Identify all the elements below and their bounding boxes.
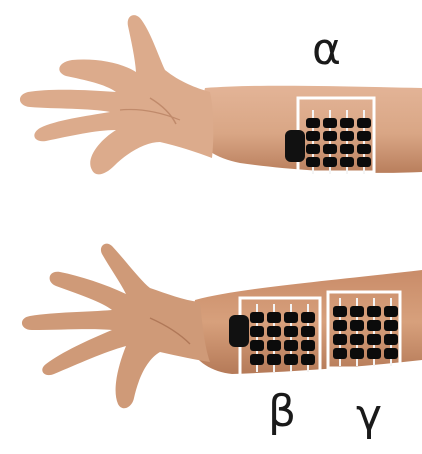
label-beta: β [268, 390, 296, 434]
electrode-pad [323, 131, 337, 141]
electrode-pad [340, 144, 354, 154]
electrode-pad [306, 118, 320, 128]
electrode-pad [357, 157, 371, 167]
electrode-pad [340, 118, 354, 128]
electrode-pad [284, 326, 298, 337]
electrode-pad [367, 306, 381, 317]
electrode-pad [340, 131, 354, 141]
electrode-pad [306, 157, 320, 167]
electrode-pad [250, 312, 264, 323]
electrode-pad [306, 131, 320, 141]
top-hand [20, 15, 213, 174]
electrode-pad [357, 144, 371, 154]
electrode-pad [267, 340, 281, 351]
bottom-hand [22, 244, 210, 409]
electrode-pad [333, 348, 347, 359]
electrode-pad [350, 334, 364, 345]
electrode-pad [267, 354, 281, 365]
electrode-pad [333, 320, 347, 331]
electrode-pad [284, 354, 298, 365]
electrode-pad [384, 348, 398, 359]
electrode-pad [284, 312, 298, 323]
electrode-pad [357, 118, 371, 128]
electrode-pad [384, 306, 398, 317]
electrode-pad [367, 334, 381, 345]
electrode-pad [367, 320, 381, 331]
label-alpha: α [312, 28, 341, 72]
electrode-pad [250, 340, 264, 351]
array-beta-connector [229, 315, 249, 347]
electrode-pad [323, 157, 337, 167]
electrode-pad [301, 354, 315, 365]
electrode-pad [357, 131, 371, 141]
electrode-pad [250, 354, 264, 365]
electrode-pad [306, 144, 320, 154]
label-gamma: γ [356, 394, 382, 438]
electrode-pad [323, 118, 337, 128]
electrode-pad [250, 326, 264, 337]
electrode-pad [384, 320, 398, 331]
electrode-pad [333, 334, 347, 345]
electrode-pad [301, 340, 315, 351]
electrode-pad [301, 312, 315, 323]
electrode-pad [350, 306, 364, 317]
electrode-pad [367, 348, 381, 359]
electrode-pad [323, 144, 337, 154]
electrode-pad [267, 326, 281, 337]
electrode-pad [301, 326, 315, 337]
electrode-pad [384, 334, 398, 345]
electrode-pad [267, 312, 281, 323]
electrode-pad [350, 320, 364, 331]
electrode-pad [340, 157, 354, 167]
electrode-pad [333, 306, 347, 317]
electrode-pad [350, 348, 364, 359]
electrode-pad [284, 340, 298, 351]
array-alpha-connector [285, 130, 305, 162]
